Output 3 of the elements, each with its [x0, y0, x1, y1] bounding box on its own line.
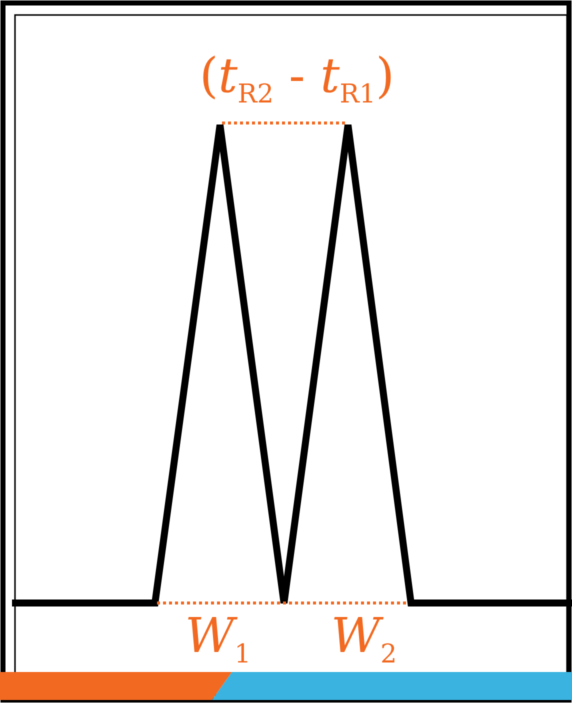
peak-width-label: W$_{2}$ [331, 612, 397, 668]
peak-width-label: W$_{1}$ [185, 612, 251, 668]
retention-time-difference-label: (t$_{R2}$ - t$_{R1}$) [199, 52, 395, 108]
